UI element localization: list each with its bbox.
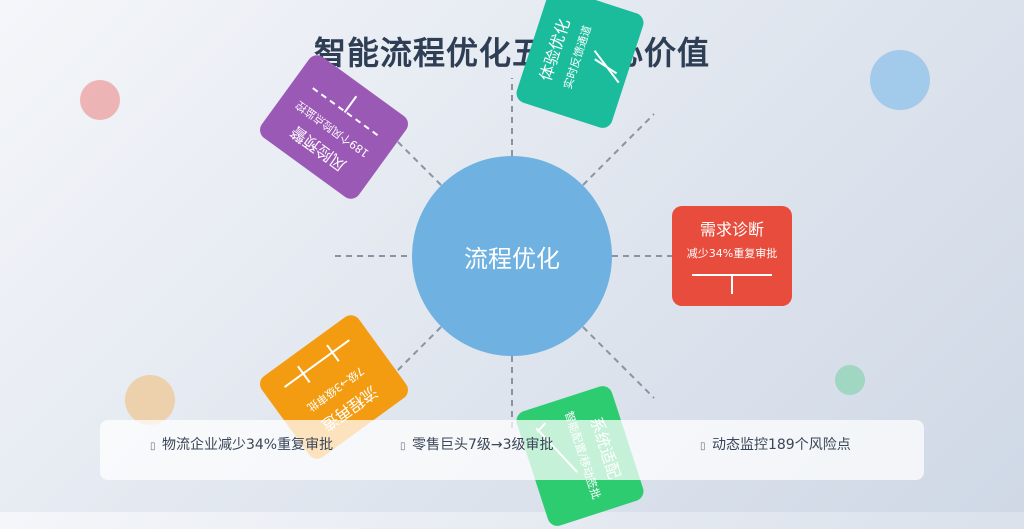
case-bar: ▯ 物流企业减少34%重复审批 ▯ 零售巨头7级→3级审批 ▯ 动态监控189个… [100, 420, 924, 480]
diagram-canvas: 智能流程优化五大核心价值 流程优化 需求诊断 减少34%重复审批 体验优化 实时… [80, 0, 930, 529]
center-node-label: 流程优化 [464, 244, 560, 273]
page-title: 智能流程优化五大核心价值 [313, 34, 710, 72]
center-node: 流程优化 [412, 156, 612, 356]
connector-lower-right [582, 326, 655, 399]
connector-upper-right [582, 113, 655, 186]
card-glyph [692, 274, 772, 294]
case-text: 动态监控189个风险点 [711, 437, 851, 453]
decor-bubble-orange [125, 375, 175, 425]
decor-bubble-red [80, 80, 120, 120]
card-title: 需求诊断 [699, 220, 764, 239]
store-icon: ▯ [400, 441, 406, 452]
card-subtitle: 减少34%重复审批 [686, 247, 778, 260]
decor-bubble-blue [870, 50, 930, 110]
case-item-retail: ▯ 零售巨头7级→3级审批 [400, 420, 554, 480]
case-item-logistics: ▯ 物流企业减少34%重复审批 [150, 420, 333, 480]
case-text: 零售巨头7级→3级审批 [411, 437, 554, 453]
monitor-icon: ▯ [700, 441, 706, 452]
decor-bubble-green [835, 365, 865, 395]
card-demand-diagnosis: 需求诊断 减少34%重复审批 [672, 206, 792, 306]
case-text: 物流企业减少34%重复审批 [161, 437, 334, 453]
case-item-monitoring: ▯ 动态监控189个风险点 [700, 420, 851, 480]
truck-icon: ▯ [150, 441, 156, 452]
